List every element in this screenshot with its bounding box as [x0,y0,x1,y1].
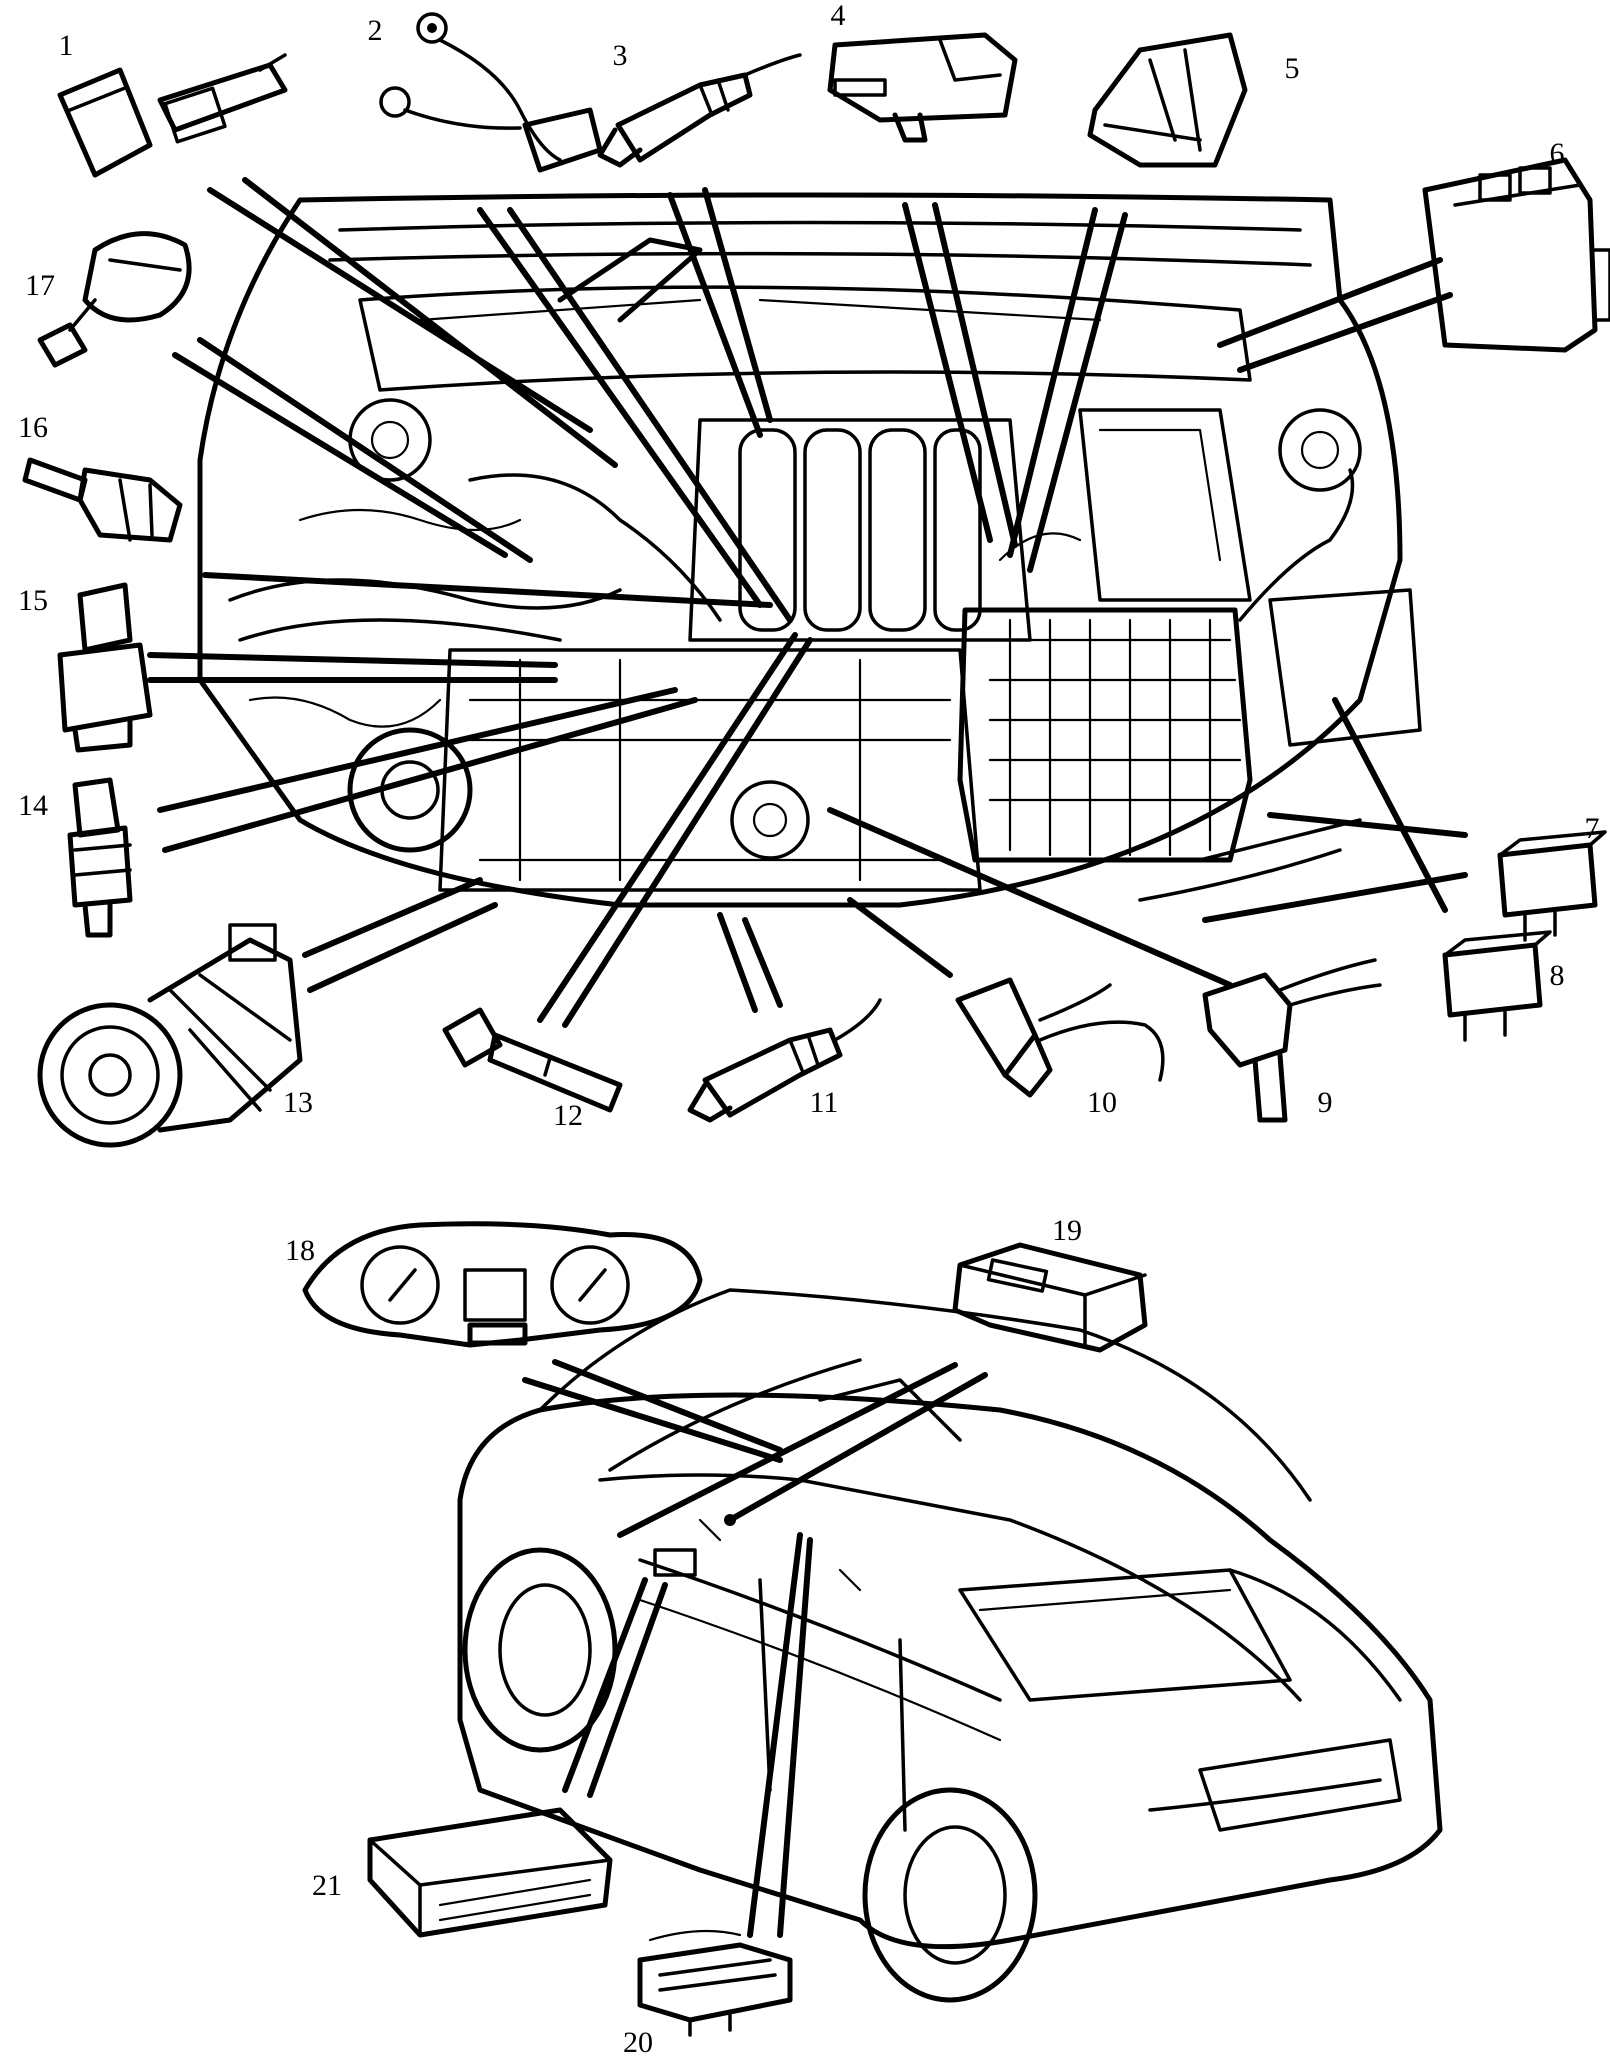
leader-4b [932,202,1018,548]
leader-20a [747,1532,803,1938]
leader-4a [902,202,993,543]
leader-17a [172,352,508,558]
car-body-illustration [457,1288,1443,2003]
leader-14a [157,687,678,813]
component-15-pressure-switch [57,582,153,753]
label-3: 3 [613,39,628,72]
callout-labels: 1 2 3 4 5 6 7 8 9 10 11 12 13 14 15 16 1… [18,0,1600,2058]
component-20-module [637,1929,793,2037]
component-7-relay [1497,830,1607,942]
component-3-temperature-sensor [597,53,802,168]
leader-15a [147,652,558,668]
label-9: 9 [1318,1086,1333,1119]
leader-7b [1202,872,1468,923]
label-21: 21 [312,1869,342,1902]
leader-21b [587,1582,668,1798]
leader-11b [742,917,783,1008]
leader-12b [562,637,813,1028]
label-17: 17 [25,269,55,302]
component-14-sensor [67,777,133,938]
leader-lines [147,177,1468,1938]
component-18-instrument-cluster [302,1221,703,1348]
label-14: 14 [18,789,48,822]
leader-13a [302,877,483,958]
label-4: 4 [831,0,846,32]
leader-1a [207,187,593,433]
label-20: 20 [623,2026,653,2058]
label-7: 7 [1585,812,1600,845]
component-4-map-sensor [827,32,1018,143]
component-2-sensor [379,12,603,173]
leader-3a [667,192,763,438]
leader-11a [717,912,758,1013]
component-11-temperature-sensor [687,998,882,1123]
leader-12a [537,632,798,1023]
leader-8 [1332,697,1448,913]
component-6-ecu [1422,157,1610,353]
leader-10 [847,897,953,978]
air-filter-box [957,408,1253,863]
leader-1b [242,177,618,468]
leader-5a [1007,207,1098,558]
component-8-relay [1442,930,1552,1042]
label-2: 2 [368,14,383,47]
leader-2b [507,207,793,623]
component-12-sensor [442,1007,623,1113]
leader-14b [162,697,698,853]
label-8: 8 [1550,959,1565,992]
leader-17b [197,337,533,563]
engine-bay-illustration [197,192,1422,908]
leader-19a [617,1362,958,1538]
leader-6b [1237,292,1453,373]
label-18: 18 [285,1234,315,1267]
component-13-ac-compressor [37,923,303,1148]
leader-13b [307,902,498,993]
component-16-sensor [22,457,183,543]
intake-manifold [688,418,1032,642]
label-16: 16 [18,411,48,444]
component-19-switch-pack [952,1242,1148,1353]
label-6: 6 [1550,137,1565,170]
leader-21a [562,1577,648,1793]
label-10: 10 [1087,1086,1117,1119]
leader-19b [727,1372,988,1523]
label-1: 1 [59,29,74,62]
leader-2a [477,207,763,608]
component-21-module [367,1807,613,1938]
label-13: 13 [283,1086,313,1119]
leader-9 [827,807,1233,988]
leader-5b [1027,212,1128,573]
component-1-sensor [57,53,288,178]
leader-16 [202,572,773,608]
component-10-sensor [955,977,1165,1098]
leader-7a [1267,812,1468,838]
component-5-actuator [1087,32,1248,168]
label-5: 5 [1285,52,1300,85]
leader-3b [702,187,773,423]
label-12: 12 [553,1099,583,1132]
leader-20b [777,1537,813,1938]
component-9-position-sensor [1202,958,1382,1123]
label-19: 19 [1052,1214,1082,1247]
leader-18b [552,1359,783,1453]
component-17-pressure-switch [37,231,192,368]
label-11: 11 [810,1086,839,1119]
leader-18a [522,1377,783,1463]
leader-6a [1217,257,1443,348]
label-15: 15 [18,584,48,617]
